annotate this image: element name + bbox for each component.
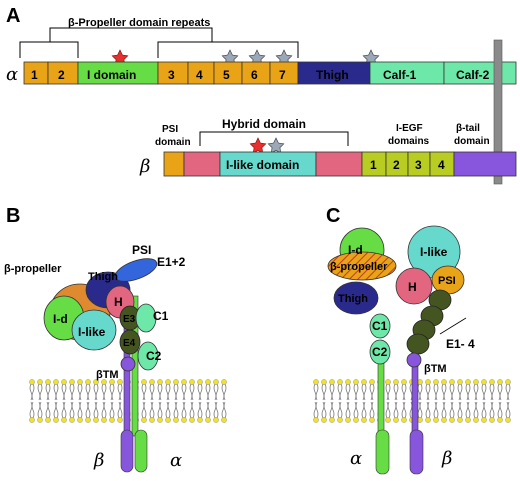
c-alpha-label: α bbox=[350, 448, 362, 469]
alpha-seg-5: 5 bbox=[223, 68, 230, 82]
grey-star-icon bbox=[267, 137, 285, 154]
membrane-bar bbox=[493, 39, 503, 185]
hybrid-bracket bbox=[199, 131, 349, 146]
c-c2-domain bbox=[369, 339, 391, 365]
c-hybrid-domain bbox=[395, 267, 433, 305]
beta-label-a: β bbox=[139, 156, 150, 177]
b-label-e3: E3 bbox=[123, 314, 136, 325]
alpha-cyto-b bbox=[134, 429, 148, 473]
beta-cyto-b bbox=[120, 429, 134, 473]
c-label-h: H bbox=[408, 280, 417, 294]
hybrid-label: Hybrid domain bbox=[222, 117, 306, 131]
b-label-thigh: Thigh bbox=[88, 271, 118, 283]
psi-label-2: domain bbox=[155, 137, 191, 148]
psi-label-1: PSI bbox=[162, 124, 178, 135]
c-label-i-d: I-d bbox=[348, 243, 363, 257]
alpha-seg-4: 4 bbox=[196, 68, 203, 82]
beta-seg-3: 3 bbox=[415, 158, 422, 172]
alpha-seg-calf2: Calf-2 bbox=[456, 68, 490, 82]
c-label-btm: βTM bbox=[424, 363, 447, 375]
b-c2-domain bbox=[137, 341, 159, 371]
b-label-e12: E1+2 bbox=[157, 255, 186, 269]
b-e4-domain bbox=[119, 329, 141, 355]
iegf-label-1: I-EGF bbox=[396, 123, 423, 134]
b-psi-domain bbox=[114, 258, 158, 282]
c-propeller-domain bbox=[327, 251, 397, 281]
alpha-stalk-c bbox=[377, 359, 385, 437]
b-beta-tail bbox=[120, 356, 136, 372]
alpha-seg-7: 7 bbox=[279, 68, 286, 82]
c-label-c1: C1 bbox=[372, 319, 388, 333]
c-label-e14: E1- 4 bbox=[446, 337, 475, 351]
propeller-repeats-label: β-Propeller domain repeats bbox=[68, 17, 210, 29]
b-label-psi: PSI bbox=[132, 243, 151, 257]
c-label-psi: PSI bbox=[438, 275, 456, 287]
alpha-seg-2: 2 bbox=[58, 68, 65, 82]
c-e14-leader bbox=[439, 317, 467, 335]
b-label-c2: C2 bbox=[146, 349, 162, 363]
panel-a-label: A bbox=[6, 5, 20, 27]
btail-label-2: domain bbox=[454, 136, 490, 147]
c-c1-domain bbox=[369, 313, 391, 339]
alpha-seg-1: 1 bbox=[31, 68, 38, 82]
c-beta-label: β bbox=[441, 448, 452, 469]
beta-cyto-c bbox=[409, 429, 424, 475]
alpha-seg-6: 6 bbox=[251, 68, 258, 82]
b-label-i-like: I-like bbox=[78, 325, 106, 339]
c-egf-domain bbox=[406, 333, 430, 355]
b-label-c1: C1 bbox=[153, 309, 169, 323]
b-label-h: H bbox=[114, 295, 123, 309]
propeller-repeats-bracket bbox=[19, 27, 299, 58]
c-beta-tail bbox=[406, 352, 422, 368]
beta-seg-ilike: I-like domain bbox=[226, 158, 299, 172]
beta-seg-4: 4 bbox=[438, 158, 445, 172]
c-label-i-like: I-like bbox=[420, 245, 448, 259]
c-label-thigh: Thigh bbox=[338, 293, 368, 305]
b-beta-label: β bbox=[93, 450, 104, 471]
alpha-seg-3: 3 bbox=[168, 68, 175, 82]
alpha-label: α bbox=[6, 64, 18, 85]
beta-seg-1: 1 bbox=[370, 158, 377, 172]
panel-b-label: B bbox=[6, 205, 20, 227]
alpha-seg-i-domain: I domain bbox=[87, 68, 136, 82]
b-i-like-domain bbox=[71, 309, 117, 351]
b-label-i-d: I-d bbox=[53, 312, 68, 326]
panel-c-label: C bbox=[326, 205, 340, 227]
c-thigh-domain bbox=[333, 281, 379, 315]
iegf-label-2: domains bbox=[388, 136, 430, 147]
alpha-cyto-c bbox=[375, 429, 390, 475]
beta-seg-2: 2 bbox=[393, 158, 400, 172]
c-label-propeller: β-propeller bbox=[330, 261, 388, 273]
b-c1-domain bbox=[135, 303, 157, 333]
b-label-propeller: β-propeller bbox=[4, 263, 62, 275]
alpha-seg-thigh: Thigh bbox=[316, 68, 349, 82]
red-star-icon bbox=[249, 137, 267, 154]
c-label-c2: C2 bbox=[372, 345, 388, 359]
b-label-e4: E4 bbox=[123, 338, 136, 349]
btail-label-1: β-tail bbox=[456, 123, 480, 134]
b-label-btm: βTM bbox=[96, 369, 119, 381]
beta-chain-bar bbox=[163, 151, 517, 177]
b-alpha-label: α bbox=[170, 450, 182, 471]
alpha-seg-calf1: Calf-1 bbox=[383, 68, 417, 82]
